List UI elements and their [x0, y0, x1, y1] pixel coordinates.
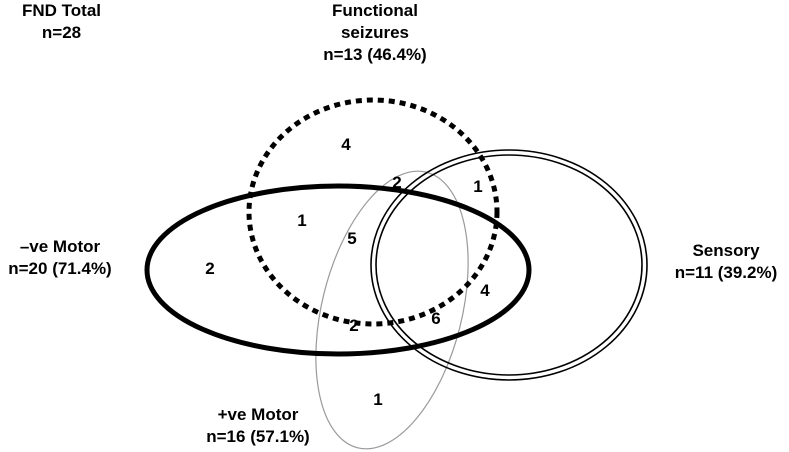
- negative-motor-ellipse: [144, 183, 532, 357]
- count-negmotor-posmotor: 2: [349, 316, 358, 335]
- count-negmotor-posmotor-sensory: 6: [431, 309, 440, 328]
- positive-motor-label: +ve Motor n=16 (57.1%): [198, 404, 318, 448]
- positive-motor-ellipse: [315, 170, 469, 450]
- fnd-total-title: FND Total: [22, 1, 102, 20]
- negative-motor-count: n=20 (71.4%): [8, 259, 112, 278]
- fnd-total-count: n=28: [41, 23, 82, 42]
- positive-motor-title: +ve Motor: [217, 405, 299, 424]
- sensory-label: Sensory n=11 (39.2%): [668, 240, 784, 284]
- count-posmotor-only: 1: [373, 390, 382, 409]
- sensory-circle-inner: [375, 154, 643, 376]
- functional-seizures-label: Functional seizures n=13 (46.4%): [305, 0, 445, 66]
- fnd-total-label: FND Total n=28: [22, 0, 101, 44]
- count-fs-sensory: 1: [473, 177, 482, 196]
- sensory-title: Sensory: [692, 241, 760, 260]
- count-fs-only: 4: [341, 135, 351, 154]
- negative-motor-title: –ve Motor: [19, 237, 101, 256]
- count-negmotor-only: 2: [205, 259, 214, 278]
- sensory-count: n=11 (39.2%): [674, 263, 778, 282]
- functional-seizures-count: n=13 (46.4%): [323, 45, 427, 64]
- count-fs-posmotor-sensory: 2: [392, 173, 401, 192]
- functional-seizures-title-1: Functional: [332, 1, 418, 20]
- count-negmotor-fs-posmotor: 5: [347, 229, 356, 248]
- count-negmotor-fs: 1: [297, 211, 306, 230]
- positive-motor-count: n=16 (57.1%): [206, 427, 310, 446]
- functional-seizures-circle: [246, 97, 500, 327]
- count-sensory-only: 4: [480, 281, 490, 300]
- sensory-circle-outer: [370, 149, 648, 381]
- functional-seizures-title-2: seizures: [340, 23, 410, 42]
- negative-motor-label: –ve Motor n=20 (71.4%): [0, 236, 120, 280]
